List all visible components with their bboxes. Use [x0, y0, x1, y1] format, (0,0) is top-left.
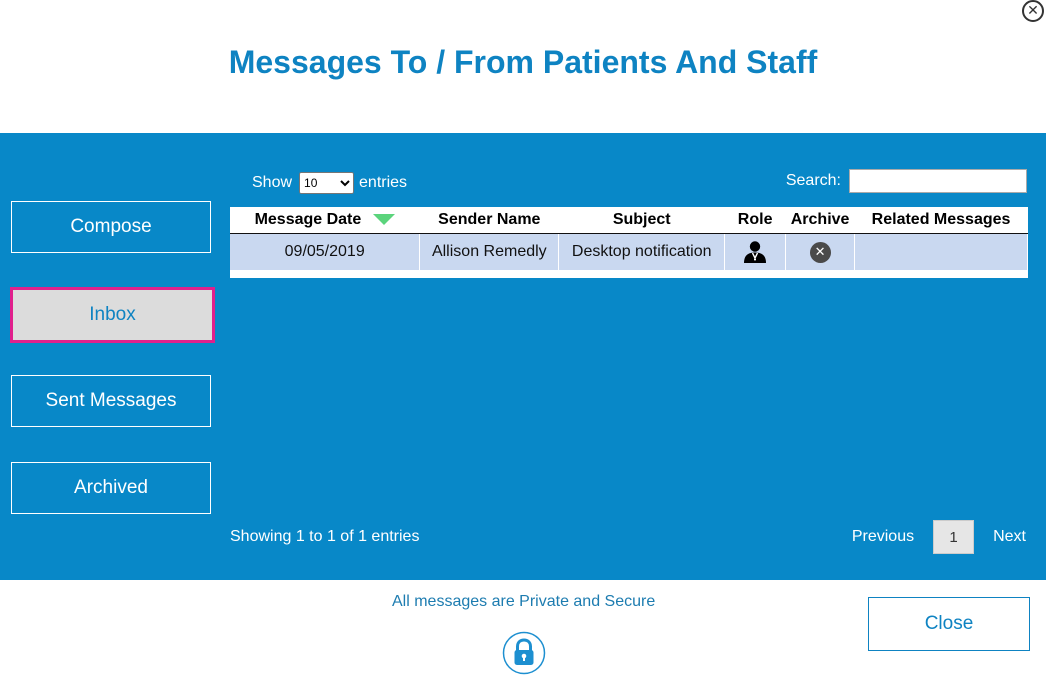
column-header-archive[interactable]: Archive: [785, 207, 855, 234]
doctor-user-icon: [744, 241, 767, 263]
pagination: Previous 1 Next: [852, 520, 1026, 554]
inbox-button-label: Inbox: [89, 304, 136, 325]
next-page-button[interactable]: Next: [993, 528, 1026, 545]
page-1-button[interactable]: 1: [933, 520, 975, 554]
close-button-label: Close: [924, 613, 974, 634]
sent-messages-button-label: Sent Messages: [45, 390, 177, 411]
compose-button[interactable]: Compose: [11, 201, 211, 253]
entries-label: entries: [359, 174, 408, 191]
column-header-role[interactable]: Role: [724, 207, 786, 234]
table-row[interactable]: 09/05/2019 Allison Remedly Desktop notif…: [230, 233, 1028, 270]
inbox-button[interactable]: Inbox: [10, 287, 215, 343]
messages-panel: Compose Inbox Sent Messages Archived Sho…: [0, 133, 1046, 580]
column-header-sender-name[interactable]: Sender Name: [419, 207, 559, 234]
entries-length-control: Show 10 entries: [252, 172, 407, 194]
archive-x-icon[interactable]: ✕: [809, 241, 831, 263]
column-header-message-date[interactable]: Message Date: [230, 207, 420, 234]
entries-select[interactable]: 10: [299, 172, 355, 194]
cell-role: [724, 233, 787, 270]
cell-subject: Desktop notification: [558, 233, 726, 270]
archived-button[interactable]: Archived: [11, 462, 211, 514]
cell-archive: ✕: [785, 233, 856, 270]
previous-page-button[interactable]: Previous: [851, 528, 915, 545]
sort-desc-icon[interactable]: [373, 214, 396, 226]
column-header-related-messages[interactable]: Related Messages: [854, 207, 1028, 234]
close-button[interactable]: Close: [868, 597, 1030, 651]
cell-related-messages: [854, 233, 1028, 270]
table-spacer-cell: [230, 270, 1028, 278]
compose-button-label: Compose: [70, 216, 152, 237]
table-info: Showing 1 to 1 of 1 entries: [230, 528, 420, 545]
column-header-label: Message Date: [254, 211, 362, 228]
table-spacer-row: [230, 270, 1028, 278]
sent-messages-button[interactable]: Sent Messages: [11, 375, 211, 427]
show-label: Show: [252, 174, 293, 191]
page-title: Messages To / From Patients And Staff: [228, 44, 818, 80]
archived-button-label: Archived: [74, 477, 148, 498]
search-label: Search:: [785, 172, 841, 189]
search-control: Search:: [786, 169, 1027, 193]
cell-sender-name: Allison Remedly: [419, 233, 560, 270]
search-input[interactable]: [849, 169, 1027, 193]
table-header-row: Message Date Sender Name Subject Role Ar…: [230, 207, 1028, 234]
lock-icon: [502, 631, 546, 675]
secure-notice: All messages are Private and Secure: [392, 593, 656, 610]
close-window-icon[interactable]: ✕: [1022, 0, 1044, 22]
cell-message-date: 09/05/2019: [230, 233, 421, 270]
column-header-subject[interactable]: Subject: [558, 207, 725, 234]
messages-table: Message Date Sender Name Subject Role Ar…: [230, 207, 1028, 278]
